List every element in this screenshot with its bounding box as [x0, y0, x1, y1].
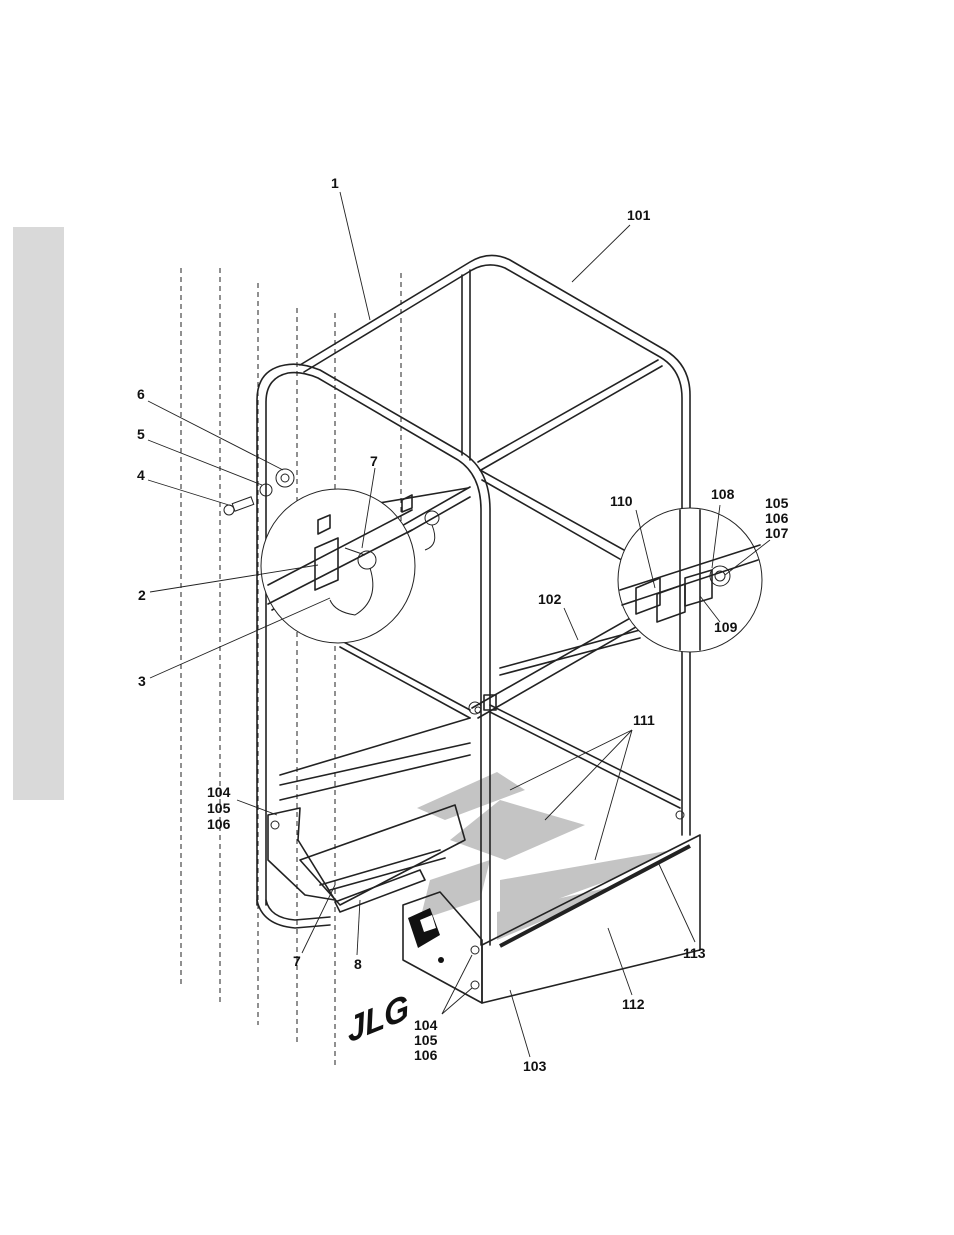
callout-106-right: 106: [765, 510, 789, 526]
callout-105-bottom: 105: [414, 1032, 438, 1048]
callout-105-left: 105: [207, 800, 231, 816]
callout-7-bottom: 7: [293, 953, 301, 969]
jlg-logo-icon: JLG: [345, 988, 411, 1051]
callout-110: 110: [610, 493, 633, 509]
callout-104-bottom: 104: [414, 1017, 438, 1033]
callout-102: 102: [538, 591, 562, 607]
callout-6: 6: [137, 386, 145, 402]
callout-103: 103: [523, 1058, 547, 1074]
callout-109: 109: [714, 619, 738, 635]
callout-107: 107: [765, 525, 789, 541]
brand-decal-text: JLG: [345, 988, 411, 1051]
callout-8: 8: [354, 956, 362, 972]
callout-108: 108: [711, 486, 735, 502]
callout-113: 113: [683, 945, 706, 961]
callout-2: 2: [138, 587, 146, 603]
callout-5: 5: [137, 426, 145, 442]
callout-101: 101: [627, 207, 651, 223]
floor-treads: [417, 772, 672, 940]
detail-circle-left: [261, 489, 439, 643]
callout-4: 4: [137, 467, 145, 483]
callout-105-right: 105: [765, 495, 789, 511]
detail-circle-right: [618, 508, 762, 652]
callout-104-left: 104: [207, 784, 231, 800]
callout-3: 3: [138, 673, 146, 689]
callout-106-bottom: 106: [414, 1047, 438, 1063]
callout-7-top: 7: [370, 453, 378, 469]
exploded-hardware: [224, 469, 294, 515]
alignment-lines: [181, 268, 401, 1065]
callout-112: 112: [622, 996, 645, 1012]
callout-1: 1: [331, 175, 339, 191]
ground-decal-icon: [408, 908, 444, 963]
callout-106-left: 106: [207, 816, 231, 832]
callout-111: 111: [633, 712, 655, 728]
